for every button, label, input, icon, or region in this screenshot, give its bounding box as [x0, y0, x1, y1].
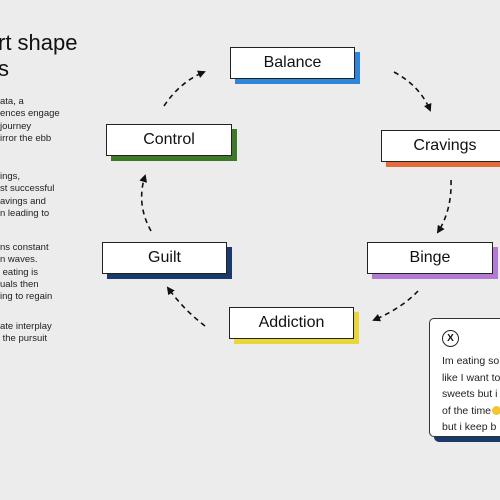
node-balance: Balance [230, 47, 355, 79]
node-binge: Binge [367, 242, 493, 274]
x-logo-icon: X [442, 330, 459, 347]
arrow-guilt-to-control [139, 174, 152, 232]
post-text: Im eating so like I want to sweets but i… [442, 353, 500, 436]
arrow-addiction-to-guilt [166, 286, 206, 327]
body-paragraph-2: ings, st successful avings and n leading… [0, 171, 55, 219]
arrow-cravings-to-binge [436, 179, 452, 234]
post-line-4: of the time [442, 404, 492, 417]
body-paragraph-1: ata, a ences engage journey irror the eb… [0, 96, 60, 144]
post-line-1: Im eating so [442, 355, 500, 367]
body-paragraph-4: ate interplay the pursuit [0, 321, 52, 345]
arrow-balance-to-cravings [393, 71, 432, 112]
node-guilt: Guilt [102, 242, 227, 274]
smiling-face-icon [492, 405, 500, 415]
post-line-3: sweets but i [442, 388, 498, 400]
post-line-5: but i keep b [442, 421, 497, 433]
arrow-control-to-balance [163, 70, 206, 107]
node-control: Control [106, 124, 232, 156]
node-addiction: Addiction [229, 307, 354, 339]
post-line-2: like I want to [442, 371, 500, 384]
page-title: rt shape s [0, 30, 78, 81]
body-paragraph-3: ns constant n waves. eating is uals then… [0, 242, 53, 303]
arrow-binge-to-addiction [372, 290, 419, 322]
social-post-card: X Im eating so like I want to sweets but… [429, 318, 500, 437]
node-cravings: Cravings [381, 130, 500, 162]
